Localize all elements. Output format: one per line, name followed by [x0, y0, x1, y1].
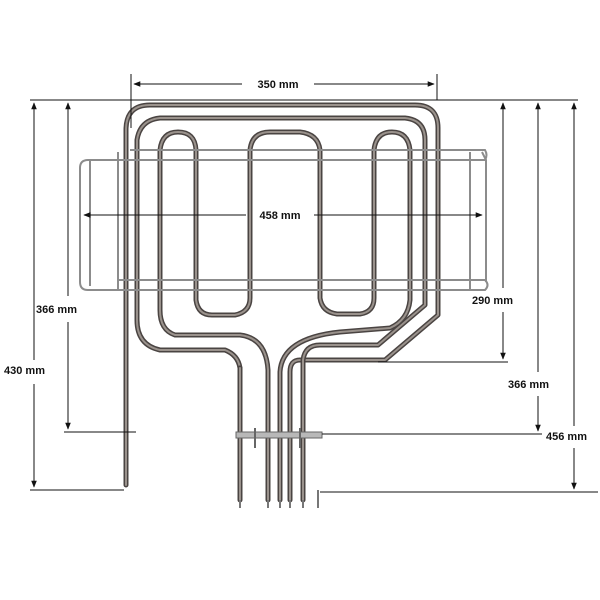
dimension-350-width: 350 mm — [130, 74, 438, 128]
label-290mm: 290 mm — [472, 295, 513, 307]
heating-element — [123, 102, 441, 508]
label-458mm: 458 mm — [260, 210, 301, 222]
label-350mm: 350 mm — [258, 79, 299, 91]
terminals — [239, 490, 319, 508]
label-430mm: 430 mm — [4, 365, 45, 377]
outer-heating-loop — [123, 102, 441, 503]
dimension-366-right-height: 366 mm — [322, 102, 549, 435]
label-366mm-left: 366 mm — [36, 304, 77, 316]
inner-grill-meander — [157, 129, 413, 503]
wire-rack — [79, 149, 489, 291]
dimension-lines: 350 mm 458 mm 430 mm 366 mm — [4, 74, 598, 493]
dimension-430-height: 430 mm — [4, 102, 124, 491]
label-366mm-right: 366 mm — [508, 379, 549, 391]
dimension-456-height: 456 mm — [320, 102, 598, 493]
dimension-366-left-height: 366 mm — [36, 102, 136, 433]
second-heating-loop — [134, 115, 428, 503]
mounting-bracket — [235, 428, 323, 448]
dimension-290-height: 290 mm — [378, 102, 513, 363]
dimension-458-width: 458 mm — [83, 210, 483, 222]
label-456mm: 456 mm — [546, 431, 587, 443]
